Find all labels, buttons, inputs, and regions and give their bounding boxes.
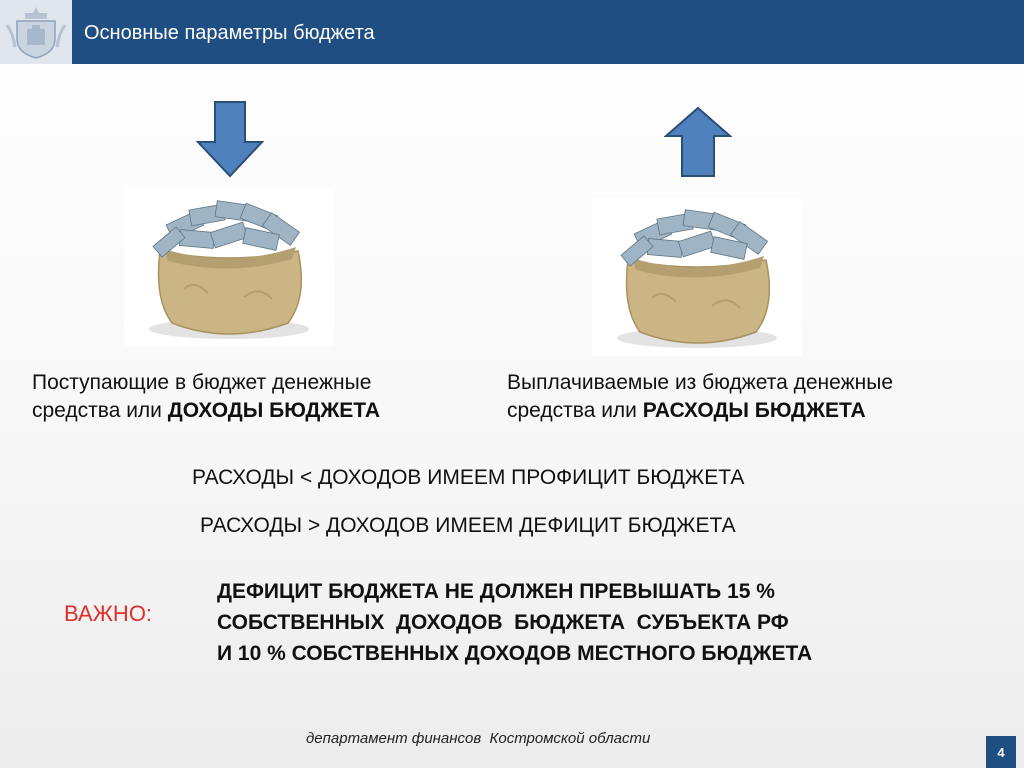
arrow-up-icon: [664, 106, 732, 177]
arrow-down-icon: [196, 101, 264, 178]
income-caption-line2: средства или ДОХОДЫ БЮДЖЕТА: [32, 397, 482, 425]
page-number-badge: 4: [986, 736, 1016, 768]
expense-caption: Выплачиваемые из бюджета денежные средст…: [507, 369, 1007, 425]
deficit-rule: РАСХОДЫ > ДОХОДОВ ИМЕЕМ ДЕФИЦИТ БЮДЖЕТА: [200, 514, 736, 537]
important-line: И 10 % СОБСТВЕННЫХ ДОХОДОВ МЕСТНОГО БЮДЖ…: [217, 642, 813, 665]
important-text: ДЕФИЦИТ БЮДЖЕТА НЕ ДОЛЖЕН ПРЕВЫШАТЬ 15 %…: [217, 576, 812, 669]
slide-title: Основные параметры бюджета: [84, 22, 375, 44]
expense-caption-line2: средства или РАСХОДЫ БЮДЖЕТА: [507, 397, 1007, 425]
important-line: СОБСТВЕННЫХ ДОХОДОВ БЮДЖЕТА СУБЪЕКТА РФ: [217, 611, 789, 634]
income-caption-line1: Поступающие в бюджет денежные: [32, 371, 372, 394]
income-caption-bold: ДОХОДЫ БЮДЖЕТА: [167, 399, 380, 422]
expense-caption-line1: Выплачиваемые из бюджета денежные: [507, 371, 894, 394]
footer-department: департамент финансов Костромской области: [306, 730, 651, 747]
money-bag-image: [592, 198, 802, 356]
income-caption-prefix: средства или: [32, 399, 168, 422]
money-bag-image: [124, 189, 334, 347]
expense-caption-bold: РАСХОДЫ БЮДЖЕТА: [642, 399, 866, 422]
header-bar: Основные параметры бюджета: [0, 0, 1024, 64]
expense-caption-prefix: средства или: [507, 399, 643, 422]
income-caption: Поступающие в бюджет денежные средства и…: [32, 369, 482, 425]
coat-of-arms-icon: [0, 0, 72, 64]
important-line: ДЕФИЦИТ БЮДЖЕТА НЕ ДОЛЖЕН ПРЕВЫШАТЬ 15 %: [217, 580, 775, 603]
important-label: ВАЖНО:: [64, 601, 153, 626]
surplus-rule: РАСХОДЫ < ДОХОДОВ ИМЕЕМ ПРОФИЦИТ БЮДЖЕТА: [192, 466, 745, 489]
